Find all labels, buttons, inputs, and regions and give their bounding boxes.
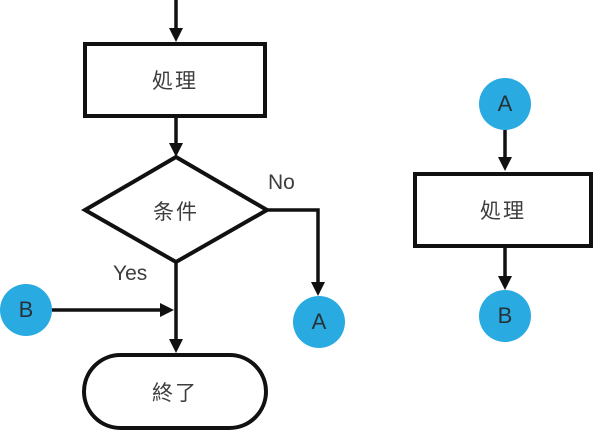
yes-branch-label: Yes — [113, 262, 148, 285]
connector-circle-b-right: B — [479, 290, 531, 342]
arrowhead-a-right — [498, 157, 512, 171]
connector-circle-b-right-label: B — [497, 303, 513, 328]
decision-label: 条件 — [153, 201, 199, 224]
arrowhead-entry — [169, 28, 183, 42]
process-box-right-label: 処理 — [480, 200, 526, 223]
end-terminator: 終了 — [82, 353, 268, 430]
arrowhead-b-merge — [160, 303, 174, 317]
connector-circle-a-left-label: A — [311, 309, 327, 334]
end-terminator-label: 終了 — [152, 381, 198, 405]
arrowhead-decision — [169, 143, 183, 157]
arrow-no-branch-to-a — [267, 208, 320, 283]
process-box-left-label: 処理 — [152, 70, 198, 93]
connector-circle-b-left: B — [0, 284, 52, 336]
arrowhead-b-right — [498, 276, 512, 290]
process-box-left: 処理 — [83, 42, 267, 118]
connector-circle-a-right-label: A — [497, 91, 513, 116]
connector-circle-b-left-label: B — [18, 297, 34, 322]
decision-diamond — [80, 154, 272, 265]
connector-circle-a-left: A — [293, 296, 345, 348]
connector-circle-a-right: A — [479, 78, 531, 130]
arrowhead-no-branch — [311, 282, 325, 296]
process-box-right: 処理 — [413, 172, 593, 248]
arrowhead-yes-branch — [169, 339, 183, 353]
no-branch-label: No — [268, 171, 295, 194]
